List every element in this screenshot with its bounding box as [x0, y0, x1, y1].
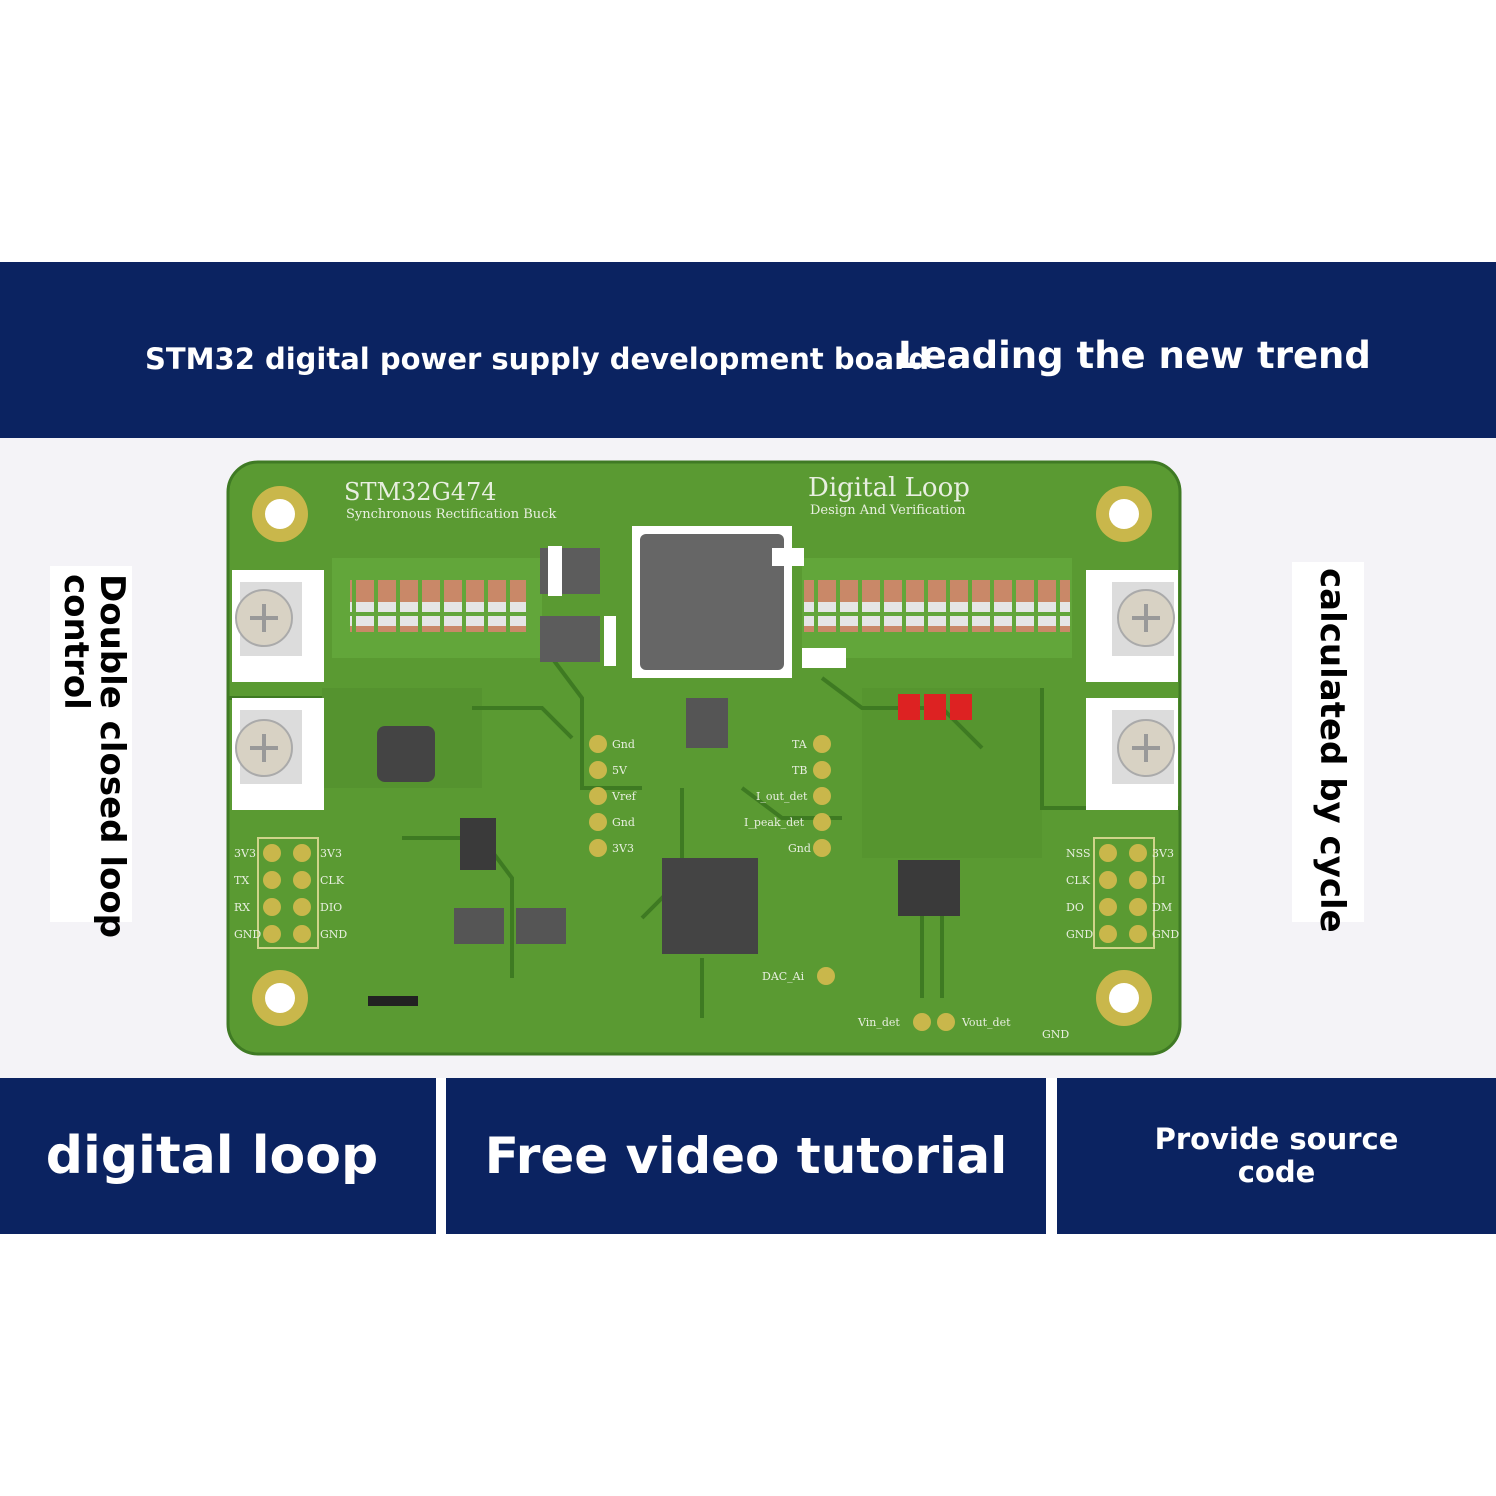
hdr-left-4: GND [234, 928, 261, 941]
pcb-chip-name: STM32G474 [344, 478, 497, 506]
pin-header-left [257, 837, 319, 949]
capacitor-bank-right [804, 580, 1070, 632]
pad-right-4: I_peak_det [744, 816, 805, 829]
hdr-left-1: 3V3 [234, 847, 256, 860]
left-feature-line2: control [56, 574, 96, 710]
top-banner-left-text: STM32 digital power supply development b… [145, 342, 930, 376]
pcb-board-image: STM32G474 Synchronous Rectification Buck… [222, 458, 1184, 1058]
mounting-holes [252, 486, 1152, 1026]
pcb-bottom-label-3: Vout_det [961, 1016, 1011, 1029]
pad-left-3: Vref [611, 790, 637, 803]
hdr-right-4: GND [1066, 928, 1093, 941]
right-feature-card [1292, 562, 1364, 922]
hdr-left-r3: DIO [320, 901, 342, 914]
top-banner [0, 262, 1496, 438]
hdr-right-r1: 3V3 [1152, 847, 1174, 860]
hdr-right-3: DO [1066, 901, 1084, 914]
pad-left-5: 3V3 [612, 842, 634, 855]
pad-left-2: 5V [612, 764, 628, 777]
feature-box-digital-loop-text: digital loop [45, 1126, 379, 1186]
pad-right-2: TB [792, 764, 807, 777]
feature-box-video-tutorial-text: Free video tutorial [484, 1127, 1008, 1185]
hdr-left-r1: 3V3 [320, 847, 342, 860]
pcb-chip-subtitle: Synchronous Rectification Buck [346, 507, 556, 522]
pcb-bottom-label-1: DAC_Ai [762, 970, 805, 983]
small-inductor [377, 726, 435, 782]
left-feature-card [50, 566, 132, 922]
feature-box-source-code: Provide source code [1057, 1078, 1496, 1234]
hdr-right-r4: GND [1152, 928, 1179, 941]
hdr-left-3: RX [234, 901, 250, 914]
pad-right-1: TA [792, 738, 808, 751]
hdr-left-r2: CLK [320, 874, 345, 887]
right-feature-text: calculated by cycle [1312, 568, 1352, 933]
feature-box-source-code-line2: code [1237, 1155, 1316, 1189]
amp-chip [898, 860, 960, 916]
pad-right-5: Gnd [788, 842, 811, 855]
hdr-left-2: TX [234, 874, 249, 887]
capacitor-bank-left [350, 580, 526, 632]
main-inductor [640, 534, 784, 670]
feature-box-video-tutorial: Free video tutorial [446, 1078, 1046, 1234]
left-feature-text: Double closed loop control [56, 574, 132, 939]
pcb-loop-title: Digital Loop [808, 473, 970, 503]
screw-terminals [232, 570, 1178, 810]
pcb-board-svg: STM32G474 Synchronous Rectification Buck… [222, 458, 1184, 1058]
hdr-left-r4: GND [320, 928, 347, 941]
top-banner-right-text: Leading the new trend [898, 334, 1371, 377]
mcu-chip [662, 858, 758, 954]
pcb-loop-subtitle: Design And Verification [810, 503, 966, 518]
pcb-bottom-label-2: Vin_det [857, 1016, 900, 1029]
pad-left-4: Gnd [612, 816, 635, 829]
pad-right-3: I_out_det [756, 790, 808, 803]
hdr-right-r3: DM [1152, 901, 1172, 914]
left-feature-line1: Double closed loop [92, 574, 132, 939]
pad-left-1: Gnd [612, 738, 635, 751]
pin-header-right [1093, 837, 1155, 949]
hdr-right-2: CLK [1066, 874, 1091, 887]
feature-box-digital-loop: digital loop [0, 1078, 436, 1234]
hdr-right-1: NSS [1066, 847, 1091, 860]
feature-box-source-code-line1: Provide source [1154, 1122, 1399, 1156]
pcb-bottom-label-4: GND [1042, 1028, 1069, 1041]
hdr-right-r2: DI [1152, 874, 1165, 887]
